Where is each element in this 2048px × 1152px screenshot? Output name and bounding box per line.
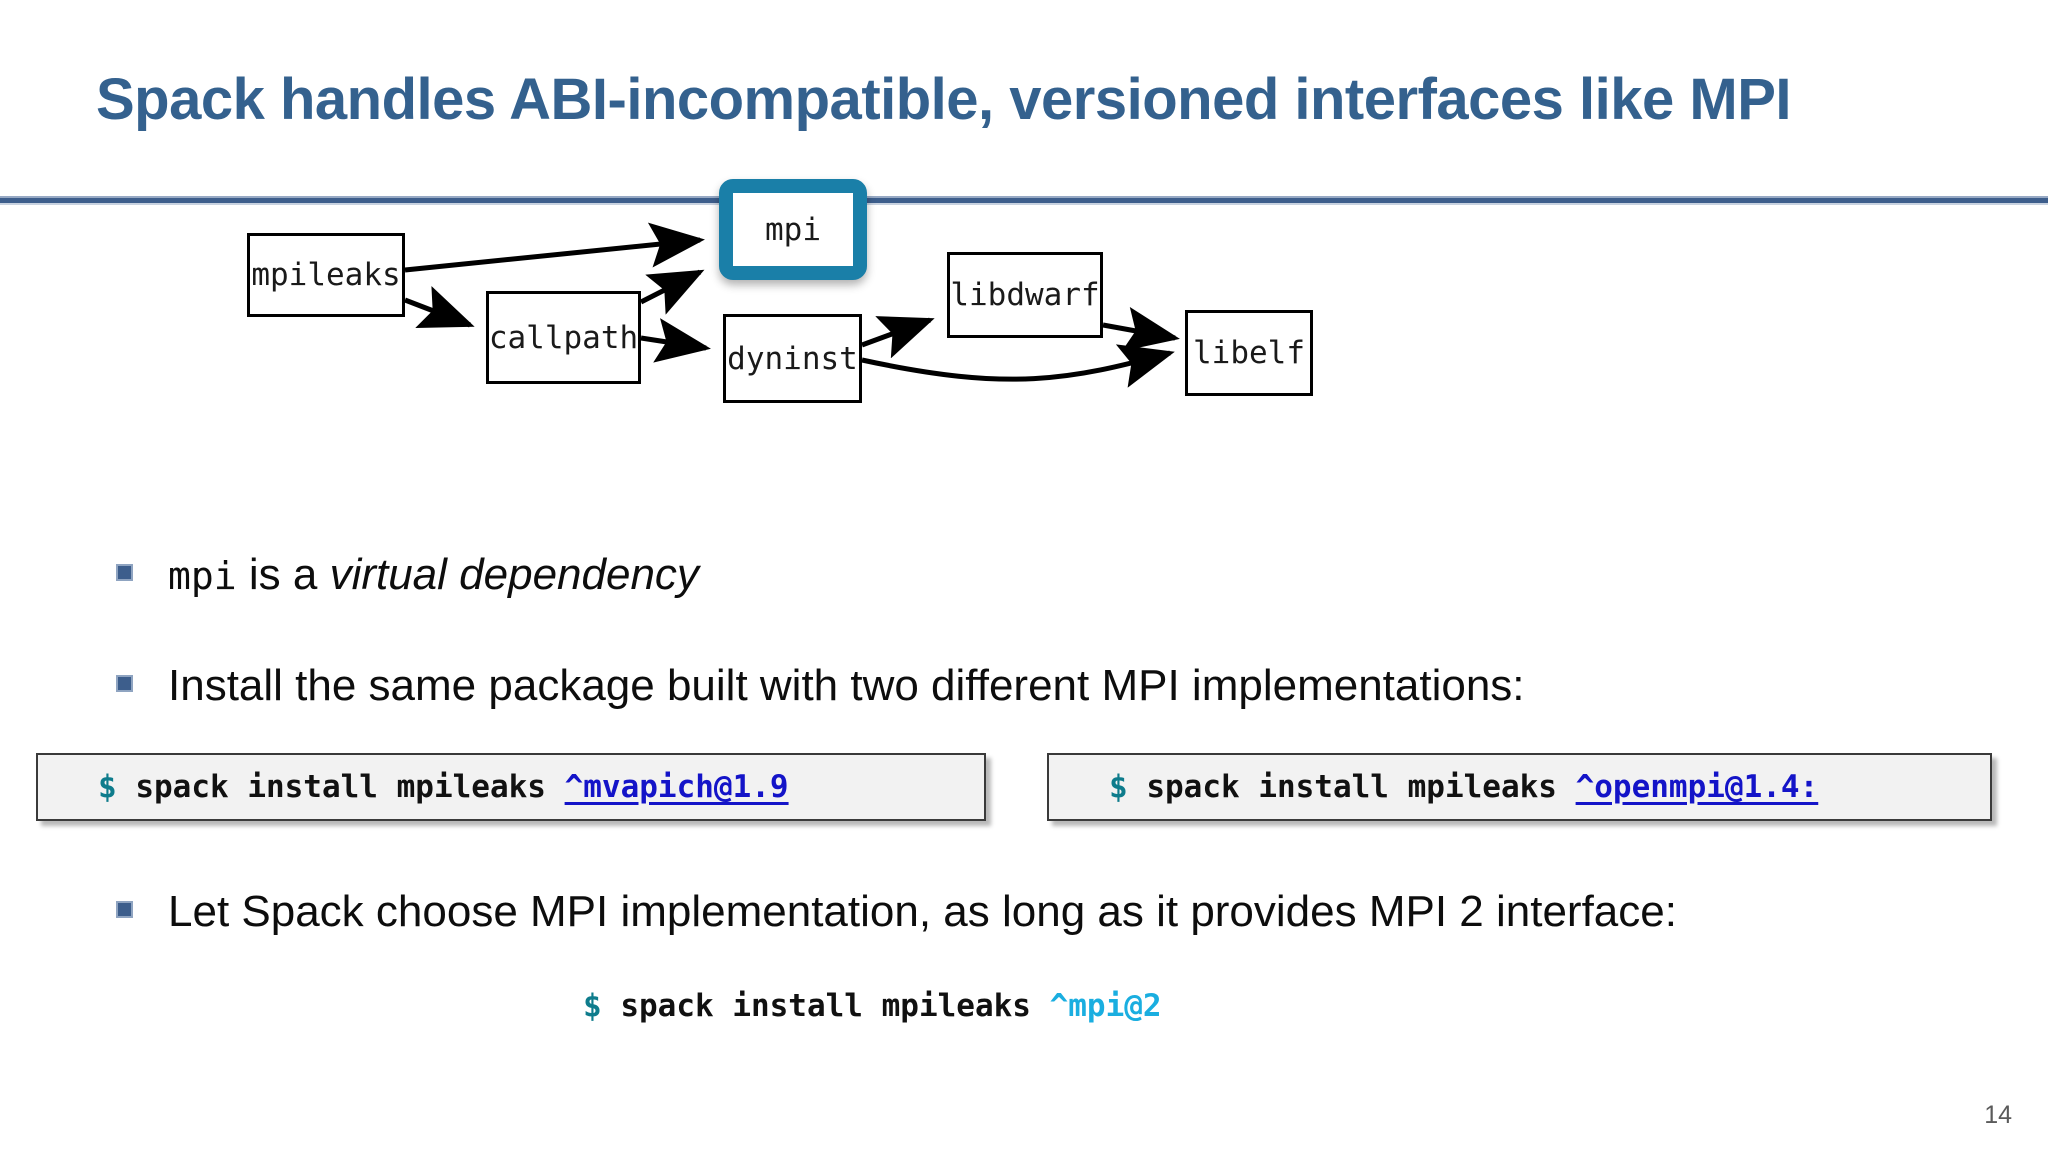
edge-dyninst-libdwarf xyxy=(861,316,935,359)
bullet-2-text: Install the same package built with two … xyxy=(168,661,1525,710)
bullet-1-code: mpi xyxy=(168,554,237,598)
shell-prompt: $ xyxy=(583,988,602,1024)
dag-node-label: mpi xyxy=(765,211,821,248)
edge-dyninst-libelf xyxy=(861,344,1175,388)
bullet-1-italic: virtual dependency xyxy=(329,550,699,599)
shell-command: spack install mpileaks xyxy=(116,769,565,805)
shell-prompt: $ xyxy=(1109,769,1128,805)
dag-node-label: mpileaks xyxy=(251,257,401,293)
code-line: $ spack install mpileaks ^mvapich@1.9 xyxy=(38,769,789,805)
shell-command: spack install mpileaks xyxy=(601,988,1050,1024)
edge-mpileaks-callpath xyxy=(404,286,475,329)
dag-node-mpileaks[interactable]: mpileaks xyxy=(247,233,405,317)
bullet-item-3: Let Spack choose MPI implementation, as … xyxy=(116,887,1677,936)
bullet-1-text: mpi is a virtual dependency xyxy=(168,550,699,599)
dag-node-label: libelf xyxy=(1193,335,1305,371)
dag-node-callpath[interactable]: callpath xyxy=(486,291,641,384)
edge-libdwarf-libelf xyxy=(1102,306,1180,352)
title-divider xyxy=(0,196,2048,205)
dependency-dag: mpileaks callpath mpi dyninst libdwarf l… xyxy=(0,179,2048,530)
dag-node-libdwarf[interactable]: libdwarf xyxy=(947,252,1103,338)
dag-node-label: dyninst xyxy=(727,340,858,377)
bullet-marker-icon xyxy=(116,675,133,692)
dag-node-label: libdwarf xyxy=(950,277,1100,313)
dag-node-label: callpath xyxy=(488,319,639,356)
shell-prompt: $ xyxy=(98,769,117,805)
edge-callpath-mpi xyxy=(639,269,705,315)
dag-edges xyxy=(404,222,1180,388)
bullet-1-plain: is a xyxy=(236,550,330,599)
edge-callpath-dyninst xyxy=(640,318,711,363)
code-block-mvapich[interactable]: $ spack install mpileaks ^mvapich@1.9 xyxy=(36,753,986,821)
dag-node-libelf[interactable]: libelf xyxy=(1185,310,1313,396)
bullet-item-1: mpi is a virtual dependency xyxy=(116,550,699,599)
dag-node-dyninst[interactable]: dyninst xyxy=(723,314,862,403)
code-line: $ spack install mpileaks ^openmpi@1.4: xyxy=(1049,769,1818,805)
shell-spec-arg[interactable]: ^openmpi@1.4: xyxy=(1575,769,1819,805)
page-title: Spack handles ABI-incompatible, versione… xyxy=(96,67,1792,132)
code-line-mpi2: $ spack install mpileaks ^mpi@2 xyxy=(583,988,1162,1024)
shell-command: spack install mpileaks xyxy=(1127,769,1576,805)
dag-node-mpi[interactable]: mpi xyxy=(719,179,867,280)
page-number: 14 xyxy=(1984,1101,2012,1129)
edge-mpileaks-mpi xyxy=(404,222,705,273)
bullet-3-text: Let Spack choose MPI implementation, as … xyxy=(168,887,1677,936)
shell-spec-arg[interactable]: ^mvapich@1.9 xyxy=(564,769,789,805)
bullet-marker-icon xyxy=(116,901,133,918)
code-block-openmpi[interactable]: $ spack install mpileaks ^openmpi@1.4: xyxy=(1047,753,1992,821)
bullet-marker-icon xyxy=(116,564,133,581)
bullet-item-2: Install the same package built with two … xyxy=(116,661,1525,710)
shell-spec-arg: ^mpi@2 xyxy=(1049,988,1162,1024)
